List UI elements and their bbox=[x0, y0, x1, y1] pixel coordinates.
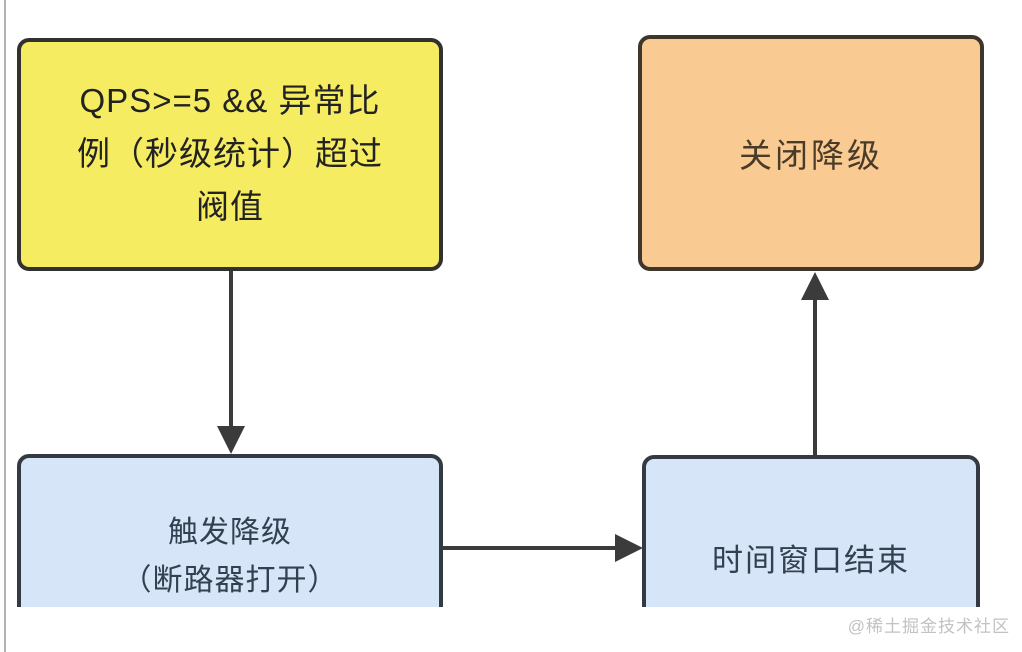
node-close-degrade-label: 关闭降级 bbox=[739, 137, 883, 174]
node-close-degrade: 关闭降级 bbox=[638, 35, 984, 271]
arrow-trigger-to-window-head-icon bbox=[615, 534, 643, 562]
arrow-window-to-close-head-icon bbox=[801, 272, 829, 300]
node-trigger-degrade-clip: 触发降级 （断路器打开） bbox=[0, 440, 460, 607]
arrow-condition-to-trigger-head-icon bbox=[217, 426, 245, 454]
node-trigger-degrade: 触发降级 （断路器打开） bbox=[17, 454, 443, 607]
node-condition-label: QPS>=5 && 异常比 例（秒级统计）超过 阀值 bbox=[77, 82, 383, 225]
arrow-condition-to-trigger-line bbox=[229, 271, 233, 428]
arrow-window-to-close-line bbox=[813, 298, 817, 455]
node-window-end-clip: 时间窗口结束 bbox=[620, 440, 1022, 607]
watermark: @稀土掘金技术社区 bbox=[847, 617, 1010, 636]
node-trigger-degrade-label: 触发降级 （断路器打开） bbox=[121, 515, 339, 597]
left-border-line bbox=[4, 0, 6, 652]
node-condition: QPS>=5 && 异常比 例（秒级统计）超过 阀值 bbox=[17, 38, 443, 271]
node-window-end: 时间窗口结束 bbox=[642, 455, 980, 607]
arrow-trigger-to-window-line bbox=[443, 546, 617, 550]
node-window-end-label: 时间窗口结束 bbox=[712, 543, 910, 578]
